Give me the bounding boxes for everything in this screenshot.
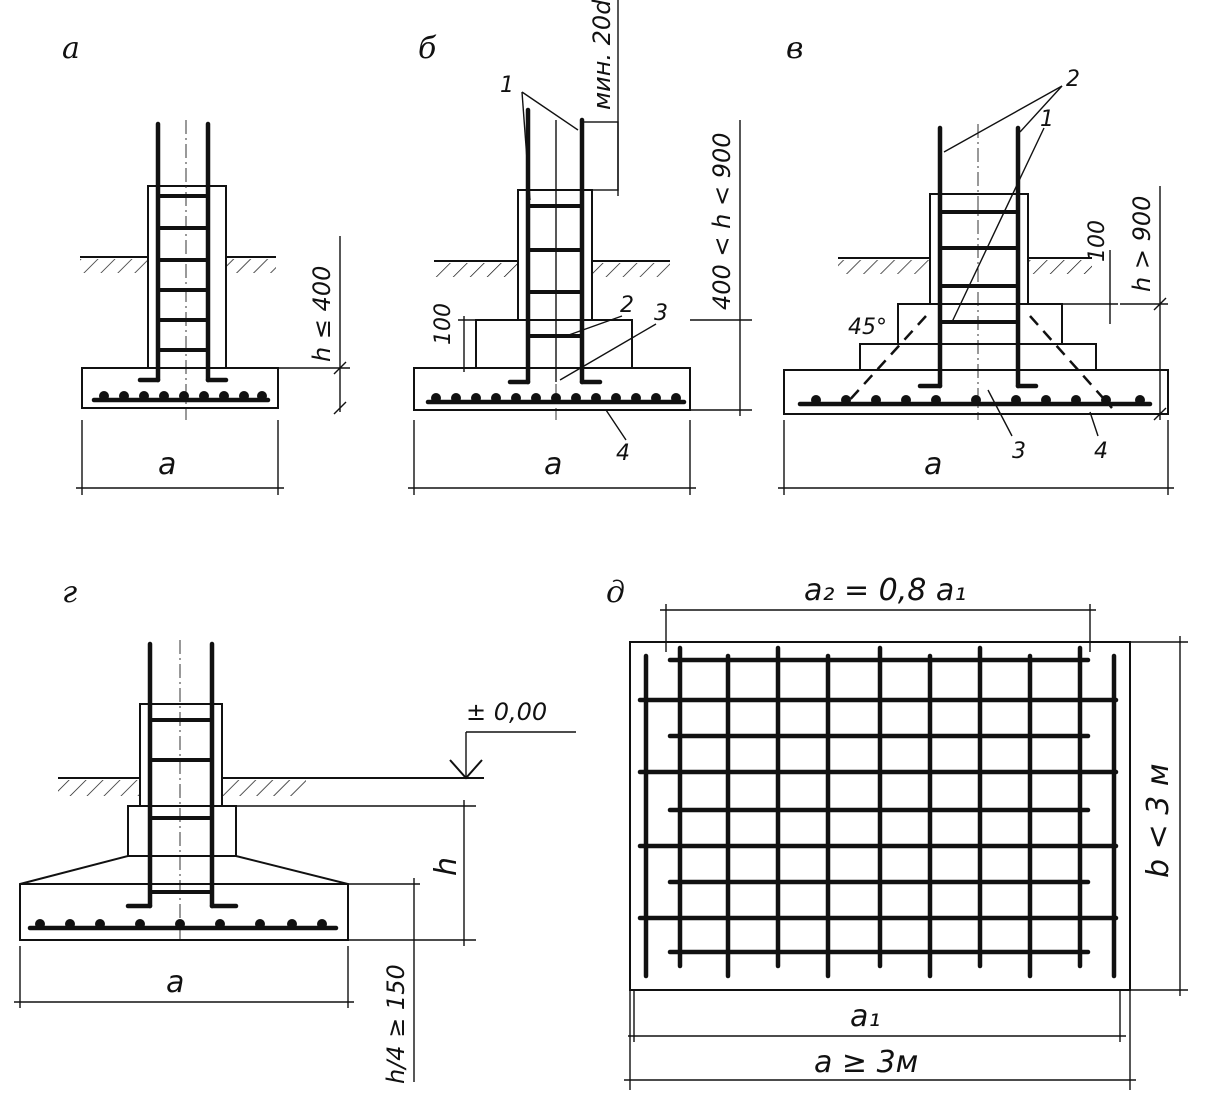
panel-a-dim-a: a [158,447,176,482]
panel-v-dim-a: a [924,447,942,482]
panel-a-rebar-dots [99,391,267,401]
panel-b-dim-100: 100 [431,303,456,345]
panel-d-rebar-mesh [637,645,1119,979]
panel-v-dim-100: 100 [1085,220,1110,262]
panel-v-letter: в [786,31,803,66]
panel-v-callout-1: 1 [1040,107,1054,132]
panel-v-stirrups [940,210,1018,324]
panel-g-level: ± 0,00 [466,698,547,726]
panel-a-stirrups [158,194,208,352]
panel-d-dim-a1: a₁ [850,999,880,1034]
panel-b-rebar-dots [431,393,681,403]
panel-g-dim-a: a [166,965,184,1000]
panel-b-dim-min: мин. 20d [588,0,616,110]
panel-v-dim-h: h > 900 [1128,196,1156,292]
panel-b-dim-a: a [544,447,562,482]
panel-g: г ± 0,00 [14,575,576,1084]
panel-v-rebar-dots [811,395,1145,405]
panel-d-slab-plan [629,641,1131,991]
panel-b-dim-h: 400 < h < 900 [708,132,736,310]
panel-g-dim-h: h [429,857,464,876]
panel-a-slab [81,367,279,409]
panel-d-dim-a2: a₂ = 0,8 a₁ [804,573,966,608]
panel-g-rebar-dots [35,919,327,929]
panel-b-letter: б [418,31,437,66]
panel-v: в 45° [778,31,1174,495]
panel-b: б мин. 20d [408,0,752,495]
panel-v-angle: 45° [848,315,887,340]
panel-v-slab [783,369,1169,415]
panel-g-dim-slope: h/4 ≥ 150 [382,964,410,1084]
panel-v-callout-3: 3 [1012,439,1026,464]
panel-g-stirrups [150,718,212,894]
panel-b-callout-1: 1 [500,73,514,98]
panel-d-letter: д [606,575,625,610]
panel-b-pedestal [475,319,633,369]
panel-a: а [62,31,350,495]
panel-b-callout-4: 4 [616,441,630,466]
panel-b-callout-2: 2 [620,293,634,318]
panel-b-callout-3: 3 [654,301,668,326]
panel-d-dim-b: b < 3 м [1141,763,1176,878]
panel-d: д a₂ = 0,8 a₁ b < 3 м a₁ a ≥ 3м [606,573,1188,1090]
panel-a-dim-h: h ≤ 400 [308,266,336,362]
panel-b-slab [413,367,691,411]
panel-b-stirrups [528,204,582,338]
panel-g-letter: г [62,575,77,610]
panel-v-callout-2: 2 [1066,67,1080,92]
panel-a-letter: а [62,31,80,66]
panel-d-dim-a: a ≥ 3м [814,1045,918,1080]
panel-v-callout-4: 4 [1094,439,1108,464]
